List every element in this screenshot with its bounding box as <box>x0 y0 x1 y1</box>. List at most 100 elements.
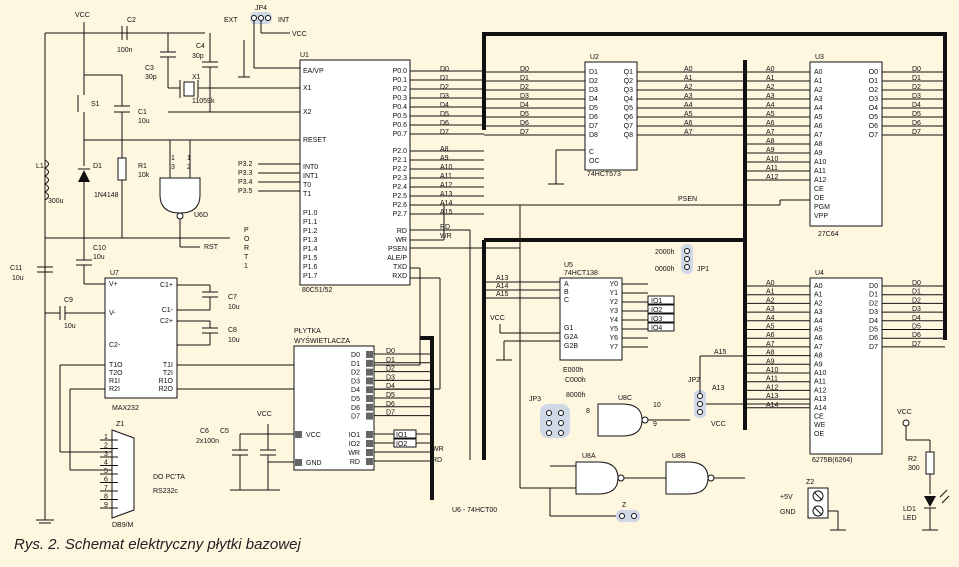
u1-pin-label: P0.3 <box>393 95 408 102</box>
io-tag <box>647 313 675 323</box>
u4-pin-label: D1 <box>869 292 878 299</box>
disp-data-net: D0 <box>386 348 395 355</box>
disp-pin-label: D1 <box>351 361 360 368</box>
u3-addr-net: A1 <box>766 75 775 82</box>
u7-pin-label: T2O <box>109 370 123 377</box>
capacitor-c3 <box>160 33 176 88</box>
u4-addr-net: A14 <box>766 402 779 409</box>
u4-pin-label: D6 <box>869 335 878 342</box>
u4-pin-label: A4 <box>814 318 823 325</box>
disp-pin-label: VCC <box>306 432 321 439</box>
u7-pin-label: R1I <box>109 378 120 385</box>
chip-u1 <box>299 59 411 286</box>
u2-addr-net: A2 <box>684 84 693 91</box>
u4-pin-label: D7 <box>869 344 878 351</box>
u4-addr-net: A5 <box>766 324 775 331</box>
gate-u6d <box>159 140 201 248</box>
u2-data-net: D6 <box>520 120 529 127</box>
u2-pin-label: D5 <box>589 105 598 112</box>
u4-addr-net: A13 <box>766 393 779 400</box>
r2-value: 300 <box>908 465 920 472</box>
u8a-label: U8A <box>582 453 596 460</box>
rst-label: RST <box>204 244 219 251</box>
svg-text:A13: A13 <box>496 275 509 282</box>
u3-data-net: D4 <box>912 102 921 109</box>
c1-value: 10u <box>138 118 150 125</box>
connector-z1[interactable] <box>111 429 135 519</box>
display-board[interactable] <box>293 345 375 471</box>
switch-s1[interactable] <box>77 33 85 140</box>
svg-text:P3.3: P3.3 <box>238 170 253 177</box>
u2-addr-net: A7 <box>684 129 693 136</box>
capacitor-c5 <box>260 424 276 490</box>
u4-addr-net: A6 <box>766 332 775 339</box>
jumper-jp4[interactable] <box>250 12 272 24</box>
u2-addr-net: A0 <box>684 66 693 73</box>
disp-data-net: D3 <box>386 374 395 381</box>
u1-addr-net: A14 <box>440 200 453 207</box>
u3-pin-label: A7 <box>814 132 823 139</box>
jumper-jp3[interactable] <box>540 404 570 438</box>
plytka-label-1: PŁYTKA <box>294 328 321 335</box>
vcc-label-disp: VCC <box>257 411 272 418</box>
capacitor-c2 <box>121 26 128 40</box>
capacitor-c4 <box>202 33 218 112</box>
u3-pin-label: O0 <box>869 69 878 76</box>
u1-pin-label: INT0 <box>303 164 318 171</box>
chip-u4 <box>809 277 883 455</box>
svg-text:P3.4: P3.4 <box>238 179 253 186</box>
u2-pin-label: D8 <box>589 132 598 139</box>
io-tag-label: IO1 <box>651 298 662 305</box>
rd-label-disp: RD <box>432 457 442 464</box>
c9-value: 10u <box>64 323 76 330</box>
u1-pin-label: WR <box>395 237 407 244</box>
svg-text:T: T <box>244 254 249 261</box>
u7-name: MAX232 <box>112 405 139 412</box>
u3-addr-net: A7 <box>766 129 775 136</box>
u1-addr-net: A11 <box>440 173 452 180</box>
c7-label: C7 <box>228 294 237 301</box>
capacitor-c9 <box>45 306 105 320</box>
u1-data-net: D7 <box>440 129 449 136</box>
svg-text:1: 1 <box>187 155 191 162</box>
u1-pin-label: P0.1 <box>393 77 408 84</box>
db9-pin-number: 8 <box>104 494 108 501</box>
u1-addr-net: A9 <box>440 155 449 162</box>
u5-pin-label: Y2 <box>609 299 618 306</box>
u1-pin-label: P2.6 <box>393 202 408 209</box>
disp-pin-label: D0 <box>351 352 360 359</box>
u4-data-net: D4 <box>912 315 921 322</box>
u6d-pin1: 1 <box>171 155 175 162</box>
u4-data-net: D6 <box>912 332 921 339</box>
u2-pin-label: D3 <box>589 87 598 94</box>
vcc-label-left: VCC <box>75 12 90 19</box>
u1-pin-label: P0.0 <box>393 68 408 75</box>
svg-text:A15: A15 <box>496 291 509 298</box>
jumper-jp2[interactable] <box>694 390 706 418</box>
u3-addr-net: A4 <box>766 102 775 109</box>
u1-addr-net: A13 <box>440 191 453 198</box>
jp3-label: JP3 <box>529 396 541 403</box>
terminal-z2[interactable] <box>807 487 829 519</box>
jumper-z[interactable] <box>616 510 640 522</box>
disp-pin-pad <box>366 440 373 447</box>
crystal-x1 <box>179 80 199 98</box>
svg-text:P3.5: P3.5 <box>238 188 253 195</box>
u4-addr-net: A12 <box>766 384 779 391</box>
db9-pin-number: 7 <box>104 485 108 492</box>
d1-value: 1N4148 <box>94 192 119 199</box>
u5-pin-label: Y3 <box>609 308 618 315</box>
wr-label-u1: WR <box>440 233 452 240</box>
jumper-jp1[interactable] <box>681 244 693 274</box>
u2-addr-net: A1 <box>684 75 693 82</box>
u2-pin-label: OC <box>589 158 600 165</box>
u1-pin-label: P0.6 <box>393 122 408 129</box>
svg-text:R: R <box>244 245 249 252</box>
u4-label: U4 <box>815 270 824 277</box>
c1-label: C1 <box>138 109 147 116</box>
u7-pin-label: C2- <box>109 342 121 349</box>
svg-text:P3.2: P3.2 <box>238 161 253 168</box>
svg-text:2: 2 <box>187 164 191 171</box>
rs232-label: RS232c <box>153 488 178 495</box>
